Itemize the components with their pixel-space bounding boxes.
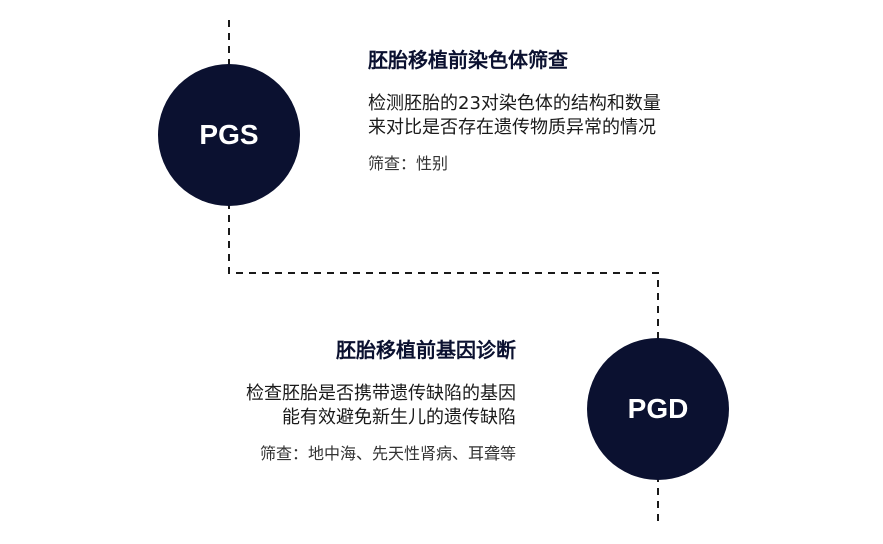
pgs-screening-note: 筛查：性别 [368, 154, 449, 173]
pgd-description-line-2: 能有效避免新生儿的遗传缺陷 [282, 407, 516, 428]
pgd-circle: PGD [587, 338, 729, 480]
pgs-label: PGS [199, 119, 259, 150]
pgd-screening-note: 筛查：地中海、先天性肾病、耳聋等 [259, 444, 516, 463]
pgs-description-line-2: 来对比是否存在遗传物质异常的情况 [368, 117, 656, 138]
pgs-description-line-1: 检测胚胎的23对染色体的结构和数量 [368, 93, 661, 114]
pgs-title: 胚胎移植前染色体筛查 [368, 48, 568, 72]
pgs-description: 检测胚胎的23对染色体的结构和数量 来对比是否存在遗传物质异常的情况 [368, 92, 708, 140]
pgs-info-block: 胚胎移植前染色体筛查 检测胚胎的23对染色体的结构和数量 来对比是否存在遗传物质… [368, 48, 708, 174]
pgd-title: 胚胎移植前基因诊断 [336, 338, 516, 362]
pgd-label: PGD [627, 393, 689, 424]
pgd-description-line-1: 检查胚胎是否携带遗传缺陷的基因 [246, 383, 516, 404]
pgs-circle: PGS [158, 64, 300, 206]
pgd-description: 检查胚胎是否携带遗传缺陷的基因 能有效避免新生儿的遗传缺陷 [186, 382, 516, 430]
pgd-info-block: 胚胎移植前基因诊断 检查胚胎是否携带遗传缺陷的基因 能有效避免新生儿的遗传缺陷 … [186, 338, 516, 464]
